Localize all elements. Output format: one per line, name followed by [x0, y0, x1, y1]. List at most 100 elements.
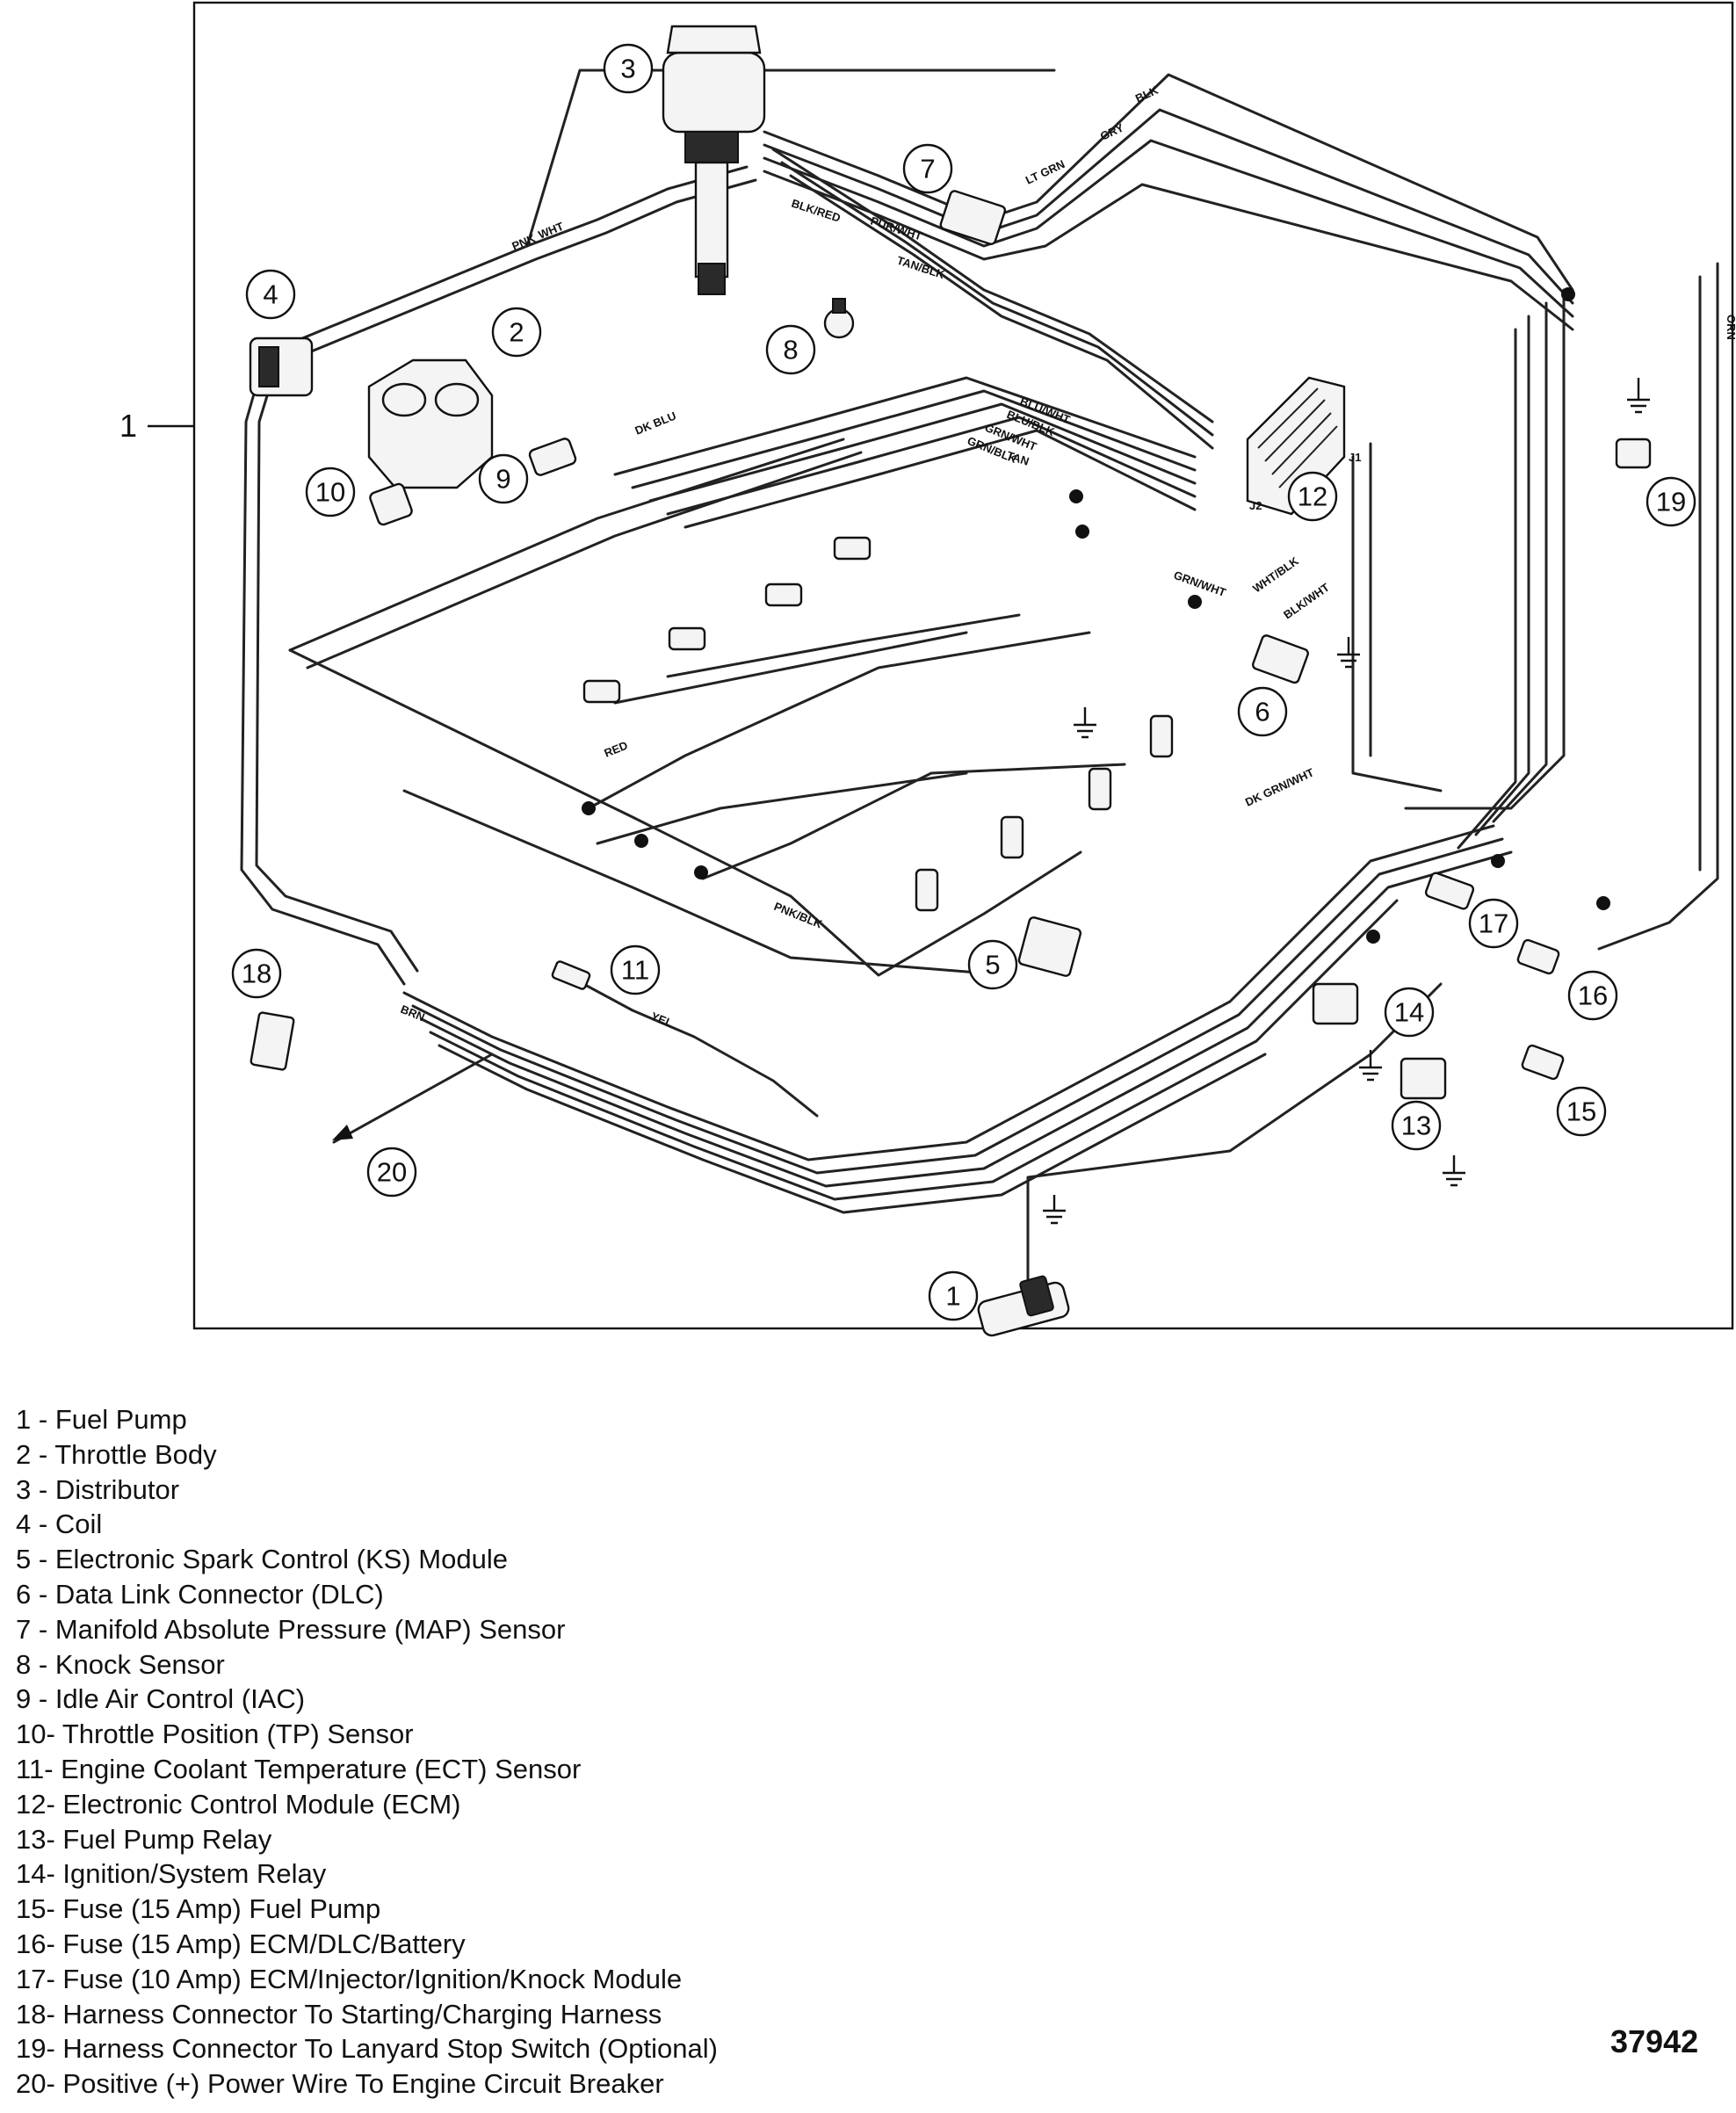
legend-item-number: 4 — [16, 1509, 32, 1540]
svg-text:16: 16 — [1578, 981, 1608, 1011]
legend-item-separator: - — [31, 1404, 55, 1435]
wire-label: LT GRN — [1024, 157, 1067, 187]
legend-item: 20- Positive (+) Power Wire To Engine Ci… — [16, 2066, 718, 2102]
fuel-injectors — [582, 536, 1174, 912]
legend-item-text: Manifold Absolute Pressure (MAP) Sensor — [54, 1613, 566, 1645]
svg-text:7: 7 — [920, 154, 935, 185]
distributor-icon — [662, 25, 766, 295]
legend-item-separator: - — [46, 1998, 63, 2030]
wire-label: BLK/WHT — [1281, 581, 1332, 622]
legend-item-separator: - — [31, 1578, 55, 1610]
harness-wires — [240, 69, 1719, 1293]
legend-item-number: 10 — [16, 1719, 47, 1750]
wire-label: DK GRN/WHT — [1243, 765, 1316, 808]
callout-10: 10 — [305, 467, 356, 517]
callout-4: 4 — [245, 269, 296, 320]
ground-icon — [1443, 1155, 1465, 1187]
callout-14: 14 — [1384, 987, 1435, 1038]
fuse-16-icon — [1516, 938, 1560, 975]
legend-item-separator: - — [31, 1509, 55, 1540]
callout-7: 7 — [902, 143, 953, 194]
svg-text:10: 10 — [315, 477, 345, 508]
legend-item-number: 13 — [16, 1823, 47, 1855]
legend-item-separator: - — [46, 1893, 63, 1925]
callout-8: 8 — [765, 324, 816, 375]
fuse-17-icon — [1424, 872, 1475, 910]
wire-label: BRN — [399, 1002, 427, 1024]
legend-item-text: Fuse (15 Amp) Fuel Pump — [62, 1893, 381, 1925]
legend-item-text: Fuel Pump — [54, 1404, 187, 1435]
ground-icon — [1359, 1050, 1382, 1082]
wire-label: TAN — [1005, 449, 1031, 468]
legend-item-number: 20 — [16, 2068, 47, 2100]
injector-icon — [1149, 714, 1174, 758]
legend-item: 15- Fuse (15 Amp) Fuel Pump — [16, 1892, 718, 1927]
svg-text:14: 14 — [1394, 997, 1424, 1028]
knock-sensor-icon — [823, 298, 855, 339]
ecm-j1-label: J1 — [1349, 451, 1361, 464]
svg-text:18: 18 — [242, 959, 271, 989]
legend-item-text: Distributor — [54, 1473, 180, 1505]
ect-sensor-icon — [551, 960, 591, 990]
legend-item: 1 - Fuel Pump — [16, 1402, 718, 1437]
injector-icon — [582, 679, 621, 704]
legend-item-text: Throttle Position (TP) Sensor — [61, 1719, 414, 1750]
ground-icon — [1337, 637, 1360, 669]
callout-5: 5 — [967, 939, 1018, 990]
legend-item-separator: - — [46, 1788, 63, 1820]
legend-item-number: 12 — [16, 1788, 47, 1820]
legend-item-number: 5 — [16, 1544, 32, 1575]
legend-item: 6 - Data Link Connector (DLC) — [16, 1577, 718, 1612]
legend-item-separator: - — [31, 1544, 55, 1575]
legend-item: 13- Fuel Pump Relay — [16, 1822, 718, 1857]
legend-item: 17- Fuse (10 Amp) ECM/Injector/Ignition/… — [16, 1962, 718, 1997]
injector-icon — [764, 583, 803, 607]
harness-connector-18-icon — [250, 1011, 295, 1071]
fuses — [1424, 872, 1565, 1081]
legend-item-number: 18 — [16, 1998, 47, 2030]
svg-text:20: 20 — [377, 1157, 407, 1188]
tp-sensor-icon — [369, 482, 413, 526]
wire-label: ORN — [1725, 315, 1736, 340]
wire-label: GRN/WHT — [1172, 568, 1228, 599]
legend-item-separator: - — [46, 1928, 63, 1959]
ground-symbols — [1043, 378, 1650, 1225]
throttle-body-icon — [367, 358, 494, 489]
legend-item-number: 9 — [16, 1683, 32, 1715]
svg-text:2: 2 — [509, 317, 524, 348]
legend-item-text: Fuel Pump Relay — [62, 1823, 272, 1855]
diagram-frame — [192, 1, 1734, 1330]
callout-11: 11 — [610, 944, 661, 995]
wire-label: WHT/BLK — [1250, 554, 1301, 595]
legend-item-number: 16 — [16, 1928, 47, 1959]
legend-item-number: 17 — [16, 1963, 47, 1994]
legend-item-text: Electronic Spark Control (KS) Module — [54, 1544, 508, 1575]
iac-icon — [528, 438, 577, 476]
injector-icon — [915, 868, 939, 912]
callout-6: 6 — [1237, 686, 1288, 737]
callout-16: 16 — [1567, 970, 1618, 1021]
legend-item: 11- Engine Coolant Temperature (ECT) Sen… — [16, 1752, 718, 1787]
relays — [1312, 982, 1447, 1100]
fuse-15-icon — [1521, 1044, 1565, 1081]
junction-dots — [582, 287, 1610, 944]
legend-item-separator: - — [31, 1683, 55, 1715]
wire-labels: BLK GRY LT GRN PNK WHT PUR/WHT TAN/BLK B… — [399, 83, 1736, 1031]
legend-item-separator: - — [46, 1719, 62, 1750]
legend-item-separator: - — [31, 1438, 55, 1470]
legend-item: 5 - Electronic Spark Control (KS) Module — [16, 1542, 718, 1577]
power-wire-arrow-icon — [332, 1125, 353, 1140]
ks-module-icon — [1017, 916, 1082, 977]
legend-item-text: Knock Sensor — [54, 1648, 225, 1680]
svg-text:6: 6 — [1255, 697, 1269, 727]
legend-item: 16- Fuse (15 Amp) ECM/DLC/Battery — [16, 1927, 718, 1962]
legend-item: 8 - Knock Sensor — [16, 1647, 718, 1682]
legend-item-text: Ignition/System Relay — [62, 1858, 327, 1890]
wiring-diagram: BLK GRY LT GRN PNK WHT PUR/WHT TAN/BLK B… — [148, 1, 1736, 1337]
legend-item-separator: - — [44, 1753, 61, 1784]
wire-label: PNK — [510, 231, 539, 252]
legend-item: 19- Harness Connector To Lanyard Stop Sw… — [16, 2031, 718, 2066]
callout-13: 13 — [1391, 1100, 1442, 1151]
wire-label: DK BLU — [633, 409, 678, 437]
